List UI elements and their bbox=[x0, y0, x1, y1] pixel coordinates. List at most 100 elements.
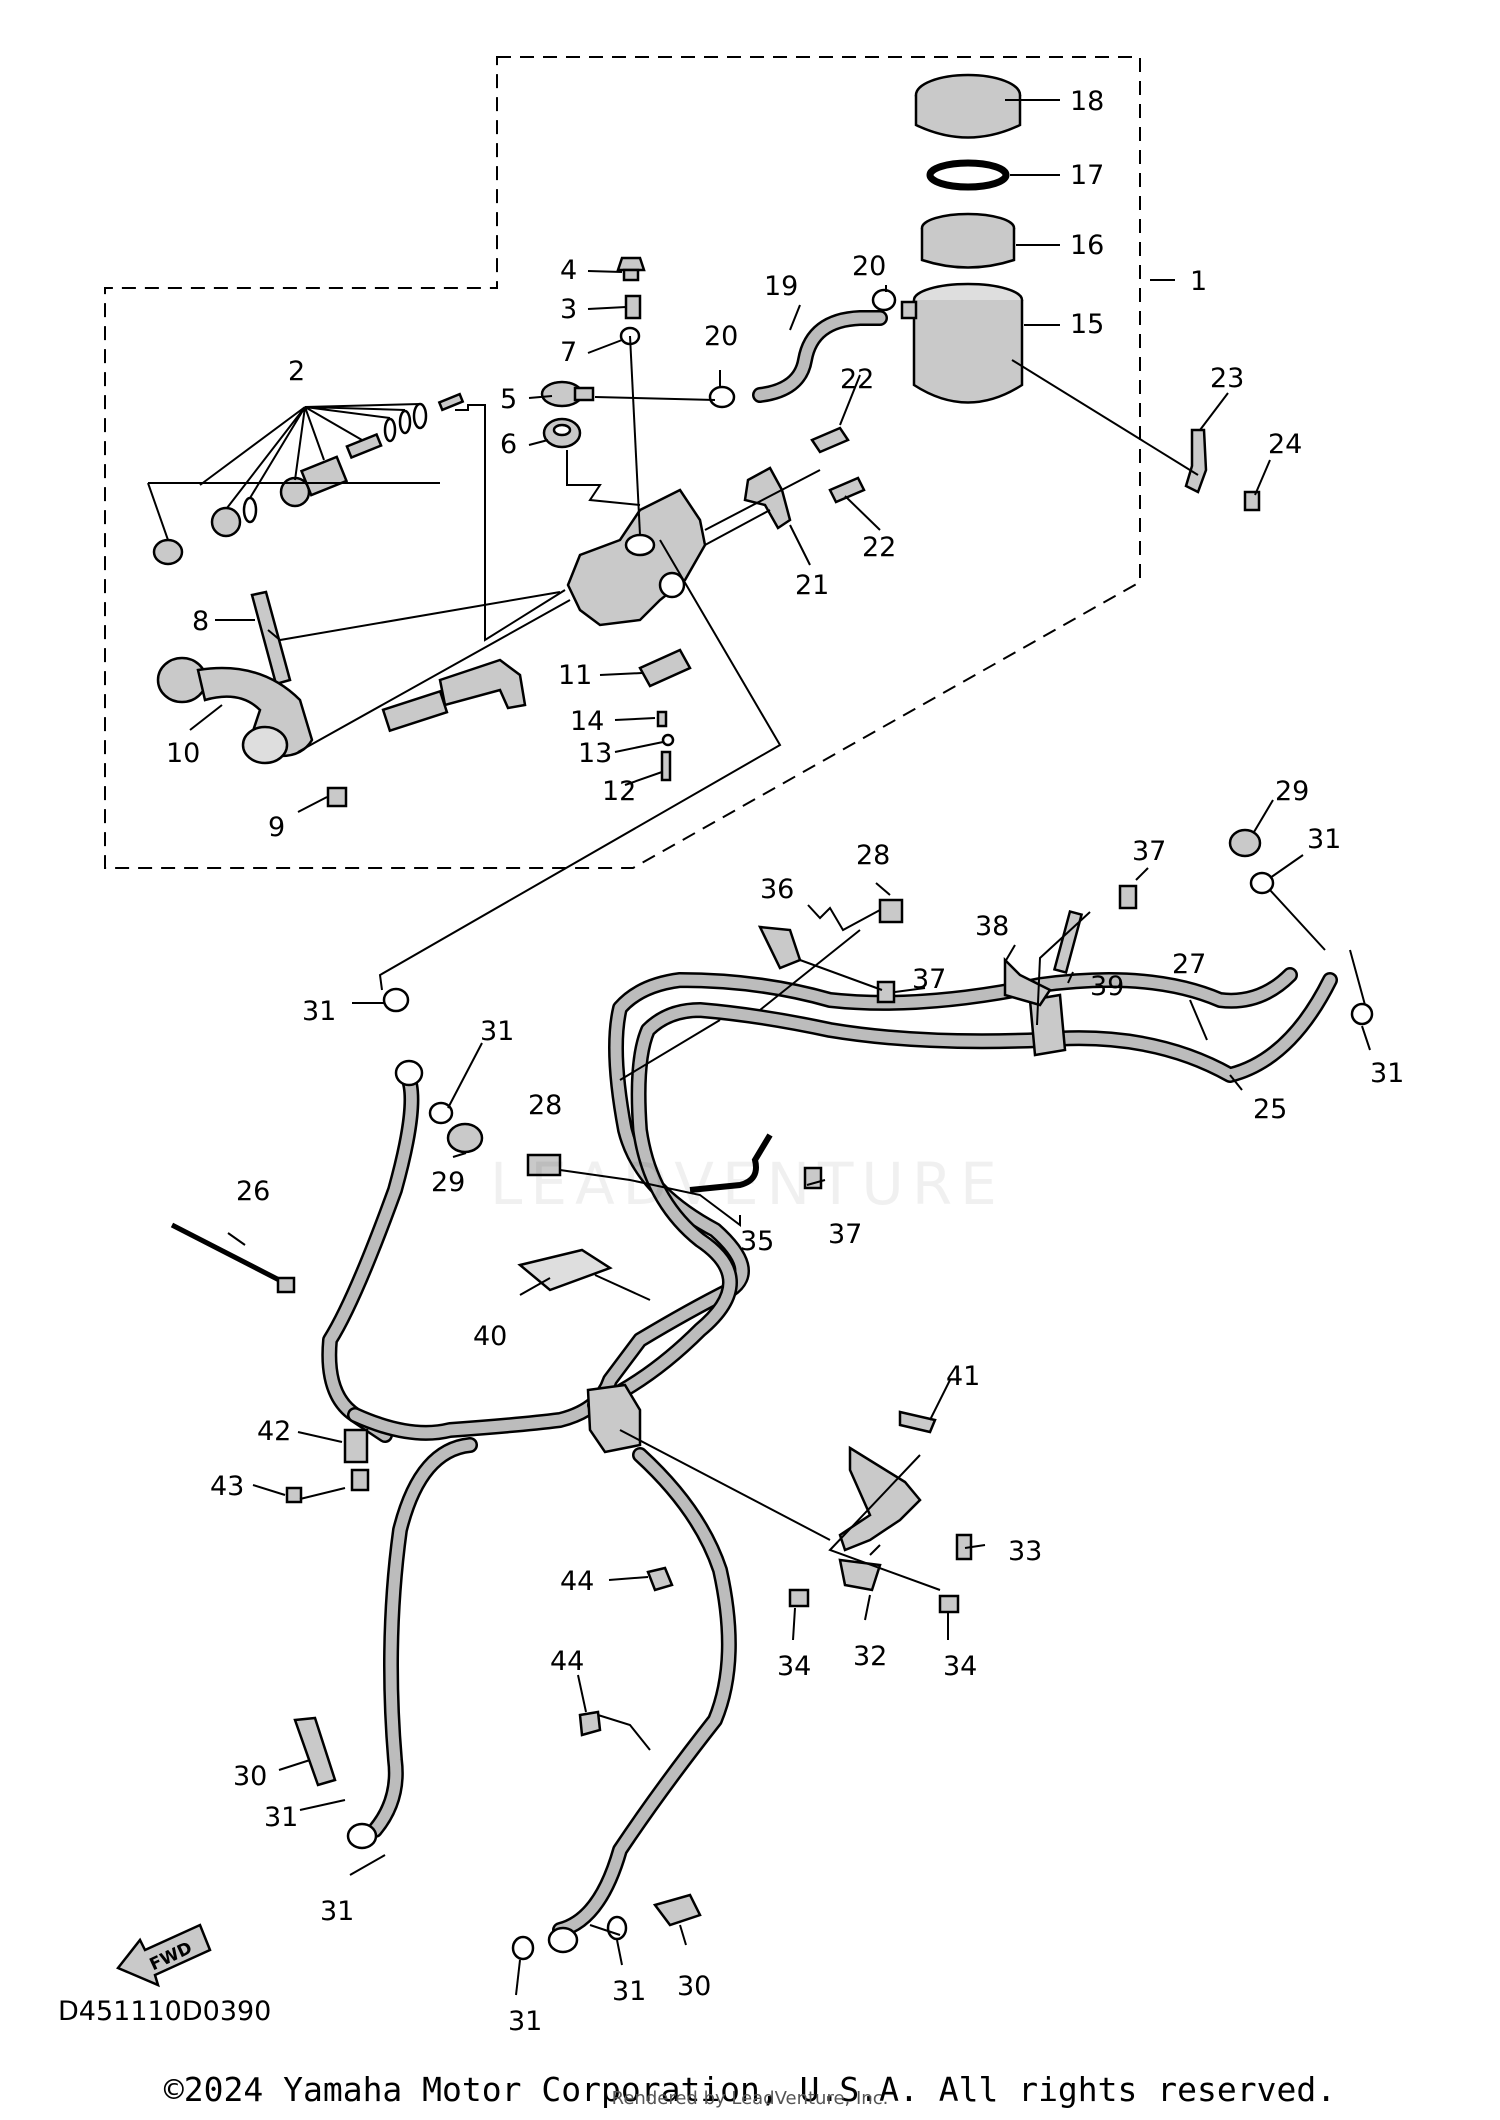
union-bolt-29b bbox=[1228, 828, 1262, 858]
callout-14: 14 bbox=[570, 706, 604, 737]
callout-20b: 20 bbox=[852, 251, 886, 282]
reservoir-cap-18 bbox=[914, 73, 1022, 139]
plate-40 bbox=[517, 1248, 613, 1292]
callout-37a: 37 bbox=[1132, 836, 1166, 867]
callout-31g: 31 bbox=[508, 2006, 542, 2037]
bolt-37b bbox=[876, 980, 896, 1004]
callout-16: 16 bbox=[1070, 230, 1104, 261]
clamp-44b bbox=[578, 1710, 602, 1737]
callout-9: 9 bbox=[268, 812, 285, 843]
callout-27: 27 bbox=[1172, 949, 1206, 980]
part-14 bbox=[656, 710, 668, 728]
cap-6 bbox=[542, 417, 582, 449]
callout-18: 18 bbox=[1070, 86, 1104, 117]
callout-29b: 29 bbox=[1275, 776, 1309, 807]
callout-25: 25 bbox=[1253, 1094, 1287, 1125]
callout-44a: 44 bbox=[560, 1566, 594, 1597]
callout-38: 38 bbox=[975, 911, 1009, 942]
clamp-28a bbox=[878, 898, 904, 924]
clip-41 bbox=[898, 1410, 937, 1434]
callout-21: 21 bbox=[795, 570, 829, 601]
assembly-boundary bbox=[104, 56, 1141, 869]
diaphragm-17 bbox=[926, 159, 1010, 191]
callout-34a: 34 bbox=[777, 1651, 811, 1682]
hose-clip-20a bbox=[708, 385, 736, 409]
callout-labels: 1 2 3 4 5 6 7 8 9 10 11 12 13 14 15 16 1… bbox=[166, 86, 1404, 2037]
callout-8: 8 bbox=[192, 606, 209, 637]
brake-pipe-25 bbox=[587, 972, 1338, 1413]
bracket-32 bbox=[838, 1445, 922, 1592]
callout-23: 23 bbox=[1210, 363, 1244, 394]
bleed-screw-3 bbox=[624, 294, 642, 320]
callout-40: 40 bbox=[473, 1321, 507, 1352]
master-cylinder-body bbox=[566, 488, 707, 627]
callout-37b: 37 bbox=[912, 964, 946, 995]
union-bolt-29a bbox=[446, 1122, 484, 1154]
render-credit: Rendered by LeadVenture, Inc. bbox=[611, 2088, 889, 2109]
spring-push-rod bbox=[381, 658, 527, 733]
callout-22b: 22 bbox=[862, 532, 896, 563]
bolt-37a bbox=[1118, 884, 1138, 910]
screw-4 bbox=[616, 256, 646, 282]
callout-1: 1 bbox=[1190, 266, 1207, 297]
diaphragm-holder-16 bbox=[920, 212, 1016, 269]
callout-29a: 29 bbox=[431, 1167, 465, 1198]
nut-9 bbox=[326, 786, 348, 808]
callout-6: 6 bbox=[500, 429, 517, 460]
lever-10 bbox=[156, 656, 314, 765]
reservoir-15 bbox=[900, 282, 1024, 404]
clamp-42 bbox=[343, 1428, 370, 1492]
callout-35: 35 bbox=[740, 1226, 774, 1257]
bracket-36 bbox=[757, 925, 802, 970]
bracket-23 bbox=[1184, 428, 1208, 494]
gasket-31-set bbox=[346, 871, 1374, 1961]
bolt-24 bbox=[1243, 490, 1261, 512]
clamp-connector bbox=[1028, 993, 1067, 1057]
brake-switch-11 bbox=[638, 648, 692, 688]
joint-block bbox=[586, 1383, 642, 1454]
catalog-code: D451110D0390 bbox=[58, 1996, 272, 2027]
callout-42: 42 bbox=[257, 1416, 291, 1447]
callout-7: 7 bbox=[560, 337, 577, 368]
bolt-30a bbox=[293, 1716, 337, 1787]
callout-19: 19 bbox=[764, 271, 798, 302]
bracket-35 bbox=[689, 1133, 773, 1193]
callout-28a: 28 bbox=[856, 840, 890, 871]
hose-clip-20b bbox=[871, 288, 897, 312]
callout-5: 5 bbox=[500, 384, 517, 415]
callout-32: 32 bbox=[853, 1641, 887, 1672]
callout-13: 13 bbox=[578, 738, 612, 769]
callout-22a: 22 bbox=[840, 364, 874, 395]
callout-30b: 30 bbox=[677, 1971, 711, 2002]
brake-hose-26-front-left bbox=[321, 1067, 420, 1443]
callout-33: 33 bbox=[1008, 1536, 1042, 1567]
callout-28b: 28 bbox=[528, 1090, 562, 1121]
callout-36: 36 bbox=[760, 874, 794, 905]
callout-20a: 20 bbox=[704, 321, 738, 352]
union-bolt-5 bbox=[540, 380, 595, 408]
clamp-28b bbox=[526, 1153, 562, 1177]
callout-39: 39 bbox=[1090, 971, 1124, 1002]
part-13 bbox=[661, 733, 675, 747]
callout-17: 17 bbox=[1070, 160, 1104, 191]
fwd-arrow-icon: FWD bbox=[116, 1923, 212, 1988]
copyright-notice: ©2024 Yamaha Motor Corporation, U.S.A. A… bbox=[163, 2070, 1337, 2109]
bolt-43 bbox=[285, 1486, 303, 1504]
bolt-34a bbox=[788, 1588, 810, 1608]
brake-hose-rear-left bbox=[367, 1437, 478, 1838]
bolt-22a bbox=[810, 426, 850, 454]
callout-44b: 44 bbox=[550, 1646, 584, 1677]
callout-26: 26 bbox=[236, 1176, 270, 1207]
callout-37c: 37 bbox=[828, 1219, 862, 1250]
callout-31a: 31 bbox=[302, 996, 336, 1027]
clamp-44a bbox=[646, 1566, 674, 1592]
callout-10: 10 bbox=[166, 738, 200, 769]
callout-31f: 31 bbox=[320, 1896, 354, 1927]
leader-lines bbox=[147, 99, 1371, 1996]
callout-15: 15 bbox=[1070, 309, 1104, 340]
callout-30a: 30 bbox=[233, 1761, 267, 1792]
callout-31b: 31 bbox=[480, 1016, 514, 1047]
bolt-22b bbox=[828, 476, 866, 504]
callout-31c: 31 bbox=[1307, 824, 1341, 855]
callout-2: 2 bbox=[288, 356, 305, 387]
